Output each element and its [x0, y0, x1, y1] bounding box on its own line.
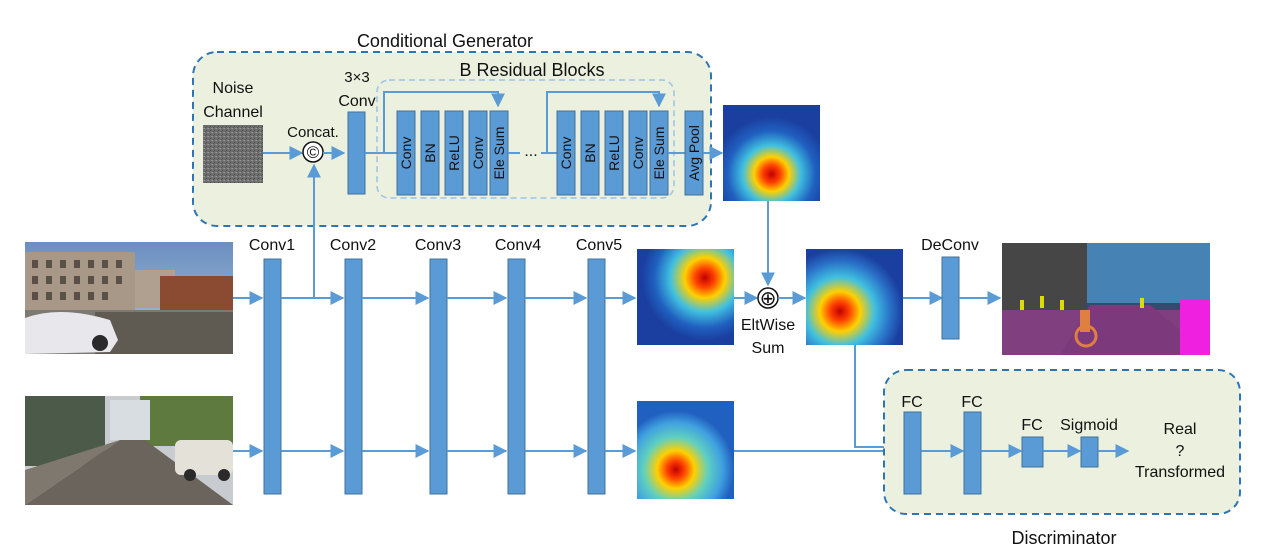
residual-blocks-group — [376, 79, 675, 199]
conv5-heatmap-bottom — [637, 401, 734, 499]
conv3x3-label-1: 3×3 — [344, 69, 369, 86]
residual-block-2: Conv BN ReLU Conv Ele Sum — [546, 91, 669, 196]
rb1-bn-label: BN — [422, 143, 438, 162]
conv3x3-block — [347, 111, 366, 195]
rb2-bn — [580, 110, 600, 196]
input-image-top — [25, 242, 233, 354]
conv4-block — [507, 258, 526, 495]
rb1-conv-a-label: Conv — [398, 137, 414, 170]
rb2-conv-b-label: Conv — [630, 137, 646, 170]
conv2-label: Conv2 — [330, 237, 376, 254]
eltwise-label-1: EltWise — [741, 317, 795, 334]
conv3-label: Conv3 — [415, 237, 461, 254]
rb2-ele-sum-label: Ele Sum — [651, 127, 667, 180]
noise-label-1: Noise — [213, 80, 254, 97]
concat-label: Concat. — [287, 124, 339, 141]
conv1-block — [263, 258, 282, 495]
conv5-label: Conv5 — [576, 237, 622, 254]
sigmoid-block — [1080, 436, 1099, 468]
rb1-relu — [444, 110, 464, 196]
rb1-relu-label: ReLU — [446, 135, 462, 171]
generator-heatmap — [723, 105, 820, 201]
segmentation-output-image — [1002, 243, 1210, 355]
generator-title: Conditional Generator — [357, 31, 533, 51]
output-transformed: Transformed — [1135, 464, 1225, 481]
fc2-block — [963, 411, 982, 495]
output-real: Real — [1164, 421, 1197, 438]
fc3-block — [1021, 436, 1044, 468]
rb2-conv-a-label: Conv — [558, 137, 574, 170]
conv4-label: Conv4 — [495, 237, 541, 254]
input-image-bottom — [25, 396, 233, 505]
fused-heatmap — [806, 249, 903, 345]
backbone-labels: Conv1 Conv2 Conv3 Conv4 Conv5 — [249, 237, 622, 254]
eltwise-label-2: Sum — [752, 340, 785, 357]
deconv-label: DeConv — [921, 237, 979, 254]
rb1-bn — [420, 110, 440, 196]
output-question: ? — [1176, 443, 1185, 460]
avg-pool-label: Avg Pool — [686, 125, 702, 181]
deconv-block — [941, 256, 960, 340]
noise-label-2: Channel — [203, 104, 263, 121]
conv3-block — [429, 258, 448, 495]
conv2-block — [344, 258, 363, 495]
rb2-bn-label: BN — [582, 143, 598, 162]
conv5-block — [587, 258, 606, 495]
rb2-relu-label: ReLU — [606, 135, 622, 171]
fc1-label: FC — [901, 394, 922, 411]
concat-symbol: © — [307, 143, 320, 162]
rb2-conv-b — [628, 110, 648, 196]
fc2-label: FC — [961, 394, 982, 411]
conv1-label: Conv1 — [249, 237, 295, 254]
rb2-conv-a — [556, 110, 576, 196]
residual-title: B Residual Blocks — [459, 60, 604, 80]
eltwise-symbol: ⊕ — [760, 288, 777, 310]
discriminator-panel — [883, 369, 1241, 515]
sigmoid-label: Sigmoid — [1060, 417, 1118, 434]
rb1-ele-sum-label: Ele Sum — [491, 127, 507, 180]
residual-ellipsis: ... — [524, 143, 537, 160]
noise-channel-image — [203, 125, 263, 183]
fc1-block — [903, 411, 922, 495]
discriminator-title: Discriminator — [1011, 528, 1116, 548]
conv3x3-label-2: Conv — [338, 93, 375, 110]
rb2-relu — [604, 110, 624, 196]
conv5-heatmap-top — [637, 249, 734, 345]
rb1-conv-b-label: Conv — [470, 137, 486, 170]
rb1-conv-a — [396, 110, 416, 196]
rb1-conv-b — [468, 110, 488, 196]
fc3-label: FC — [1021, 417, 1042, 434]
